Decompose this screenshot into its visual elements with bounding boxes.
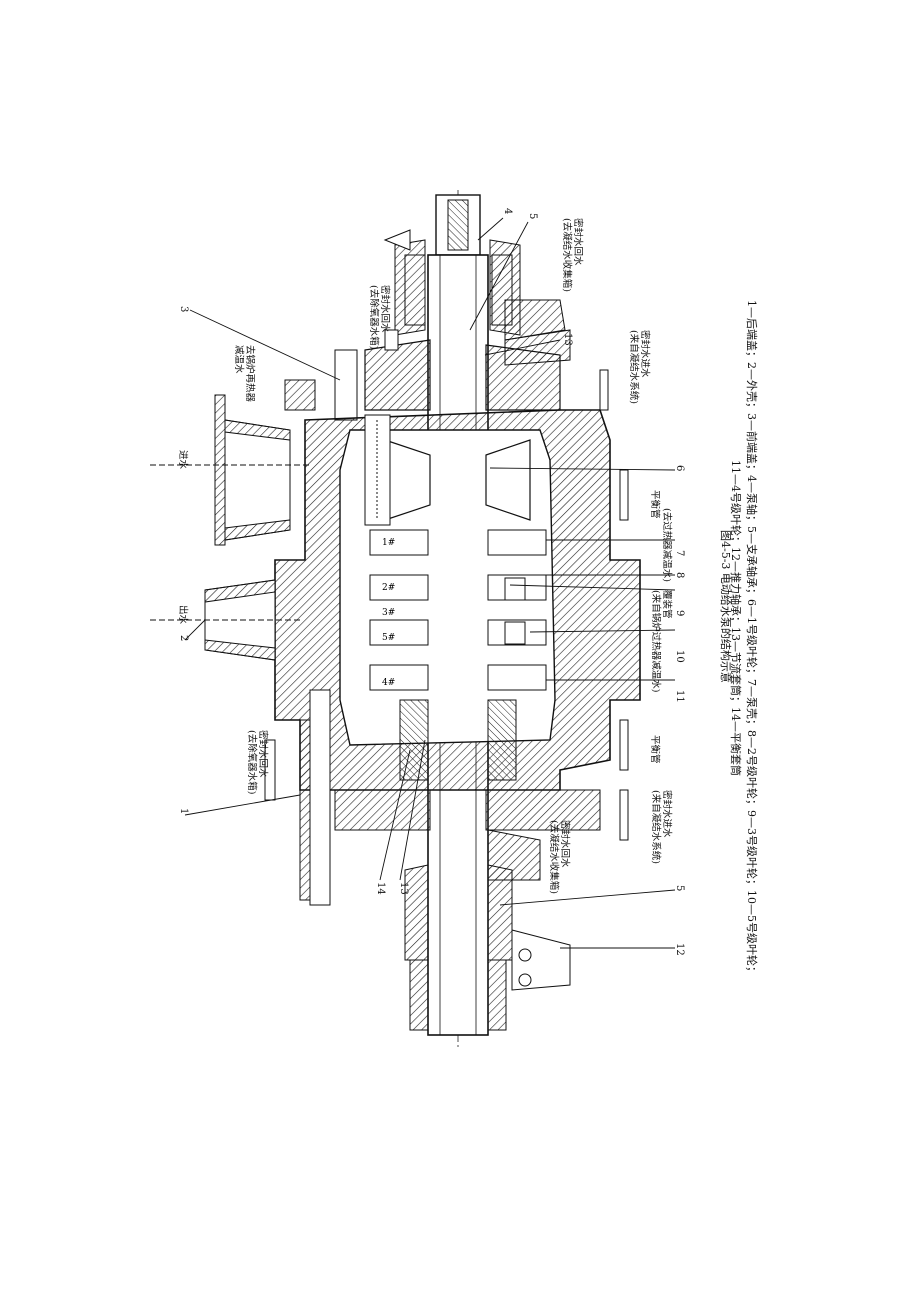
part-number-1: 1 [178,808,189,815]
label-seal-in-bottom-right: 密封水进水 (来自凝结水系统) [650,790,672,864]
figure-legend-line-2: 11—4号级叶轮；12—推力轴承；13—节流套筒；14—平衡套筒 [729,460,742,776]
inlet-nozzle [150,394,310,546]
label-seal-return-top-right: 密封水回水 (去凝结水收集箱) [561,218,583,292]
leader-lines [184,217,676,949]
stage-mark-3: 3# [382,608,395,618]
part-number-7: 7 [674,550,685,557]
part-number-13-top: 13 [562,333,573,346]
part-number-14: 14 [375,882,386,895]
part-number-2: 2 [178,635,189,642]
part-number-8: 8 [674,572,685,579]
part-number-4: 4 [502,208,513,215]
part-number-12: 12 [674,943,685,956]
part-number-11: 11 [674,690,685,703]
impeller-stages [364,414,547,691]
label-seal-return-bottom-left: 密封水回水 (去除氧器水箱) [246,730,268,795]
balance-drum [299,689,517,906]
label-superheater-spray: (去过热器减温水) [661,508,672,582]
label-return-pipe: 覆装管 (来自锅炉过热器减温水) [650,590,672,693]
label-seal-return-bottom: 密封水回水 (去凝结水收集箱) [548,820,570,894]
outlet-nozzle [150,579,300,661]
label-balance-pipe-bottom: 平衡管 [649,735,660,764]
label-reheater-spray: 去锅炉再热器 减温水 [233,345,255,403]
part-number-5-bottom: 5 [674,885,685,892]
label-seal-return-top: 密封水回水 (去除氧器水箱) [368,285,390,350]
label-balance-pipe-top: 平衡管 [649,490,660,519]
label-seal-in-top-right: 密封水进水 (来自凝结水系统) [628,330,650,404]
stage-mark-1: 1# [382,538,395,548]
part-number-9: 9 [674,610,685,617]
label-inlet: 进水 [177,450,188,470]
stage-mark-2: 2# [382,583,395,593]
part-number-6: 6 [674,465,685,472]
part-number-5-top: 5 [527,213,538,220]
stage-mark-5: 5# [382,633,395,643]
part-number-13-bottom: 13 [398,882,409,895]
rear-bearing-housing [404,864,571,1031]
part-number-10: 10 [674,650,685,663]
part-number-3: 3 [178,306,189,313]
label-outlet: 出水 [177,605,188,625]
figure-legend-line-1: 1—后端盖；2—外壳；3—前端盖；4—泵轴；5—支承轴承；6—1号级叶轮；7—泵… [745,300,758,977]
front-end-cover [284,329,561,421]
stage-mark-4: 4# [382,678,395,688]
